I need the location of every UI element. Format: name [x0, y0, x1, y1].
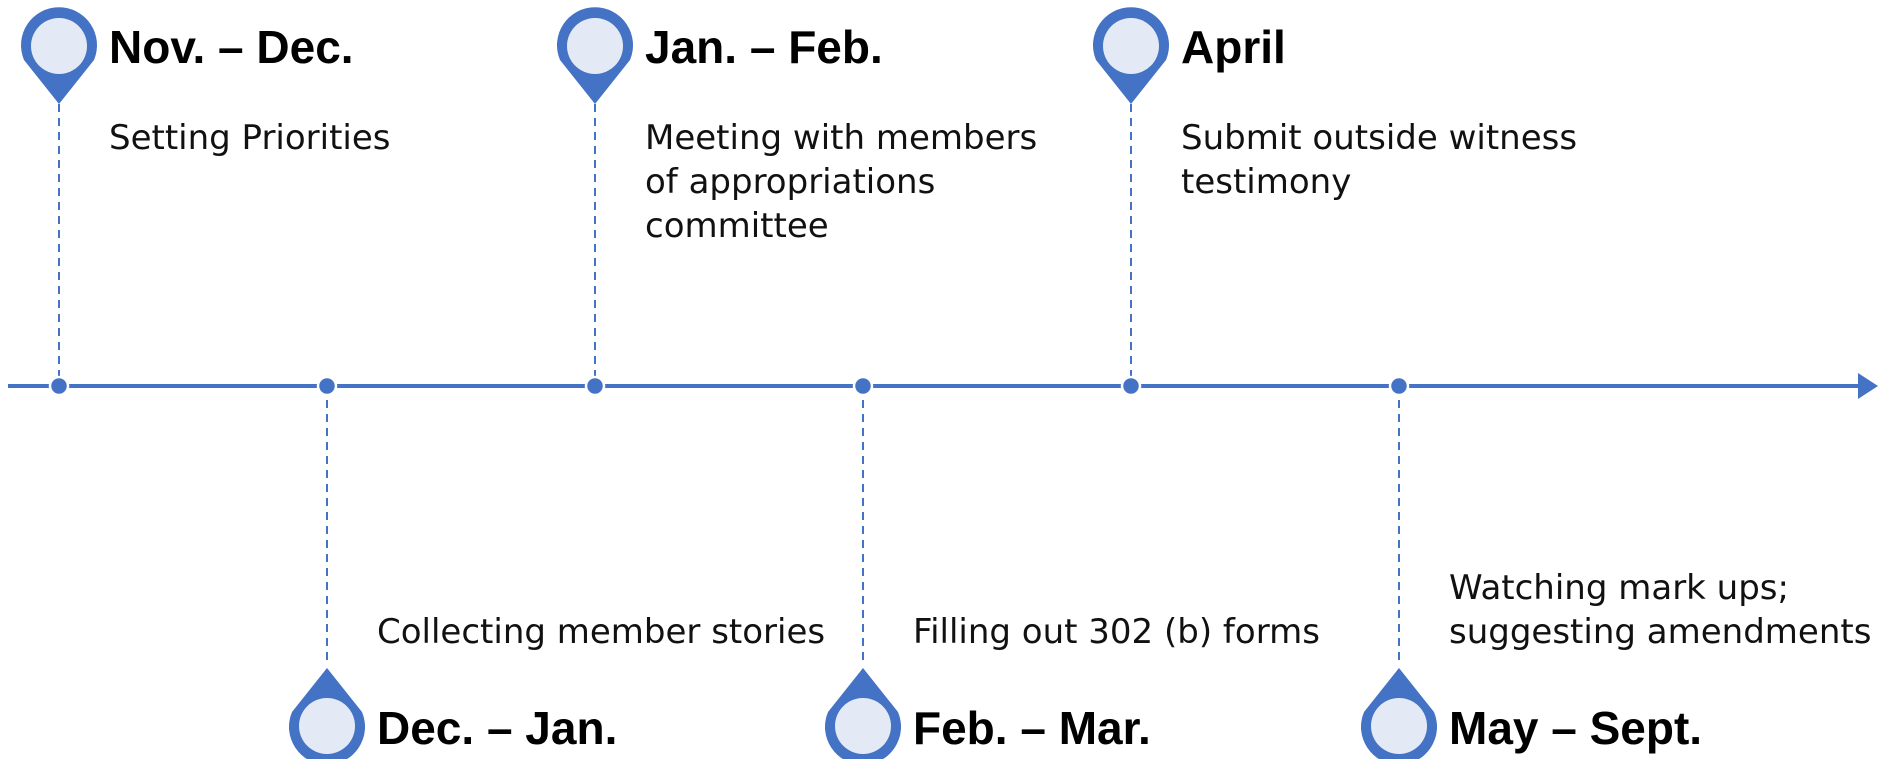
axis-dot-6: [1388, 375, 1410, 397]
timeline-arrowhead: [1858, 373, 1878, 399]
milestone-description: Watching mark ups; suggesting amendments: [1449, 568, 1872, 652]
pin-icon-6: [1361, 668, 1437, 759]
milestone-description: Collecting member stories: [377, 612, 826, 652]
axis-dot-4: [852, 375, 874, 397]
pin-icon-2: [289, 668, 365, 759]
pin-icon-5: [1093, 7, 1169, 104]
axis-dot-3: [584, 375, 606, 397]
milestone-title: Nov. – Dec.: [109, 21, 354, 73]
milestone-description: Submit outside witness testimony: [1181, 118, 1578, 202]
axis-dot-2: [316, 375, 338, 397]
pin-icon-1: [21, 7, 97, 104]
milestone-description: Meeting with members of appropriations c…: [645, 118, 1038, 246]
axis-dot-1: [48, 375, 70, 397]
milestone-title: May – Sept.: [1449, 702, 1703, 754]
milestone-title: April: [1181, 21, 1286, 73]
milestone-title: Feb. – Mar.: [913, 702, 1151, 754]
pin-icon-4: [825, 668, 901, 759]
milestone-description: Setting Priorities: [109, 118, 391, 158]
milestone-title: Jan. – Feb.: [645, 21, 883, 73]
pin-icon-3: [557, 7, 633, 104]
milestone-description: Filling out 302 (b) forms: [913, 612, 1320, 652]
axis-dot-5: [1120, 375, 1142, 397]
milestone-title: Dec. – Jan.: [377, 702, 618, 754]
